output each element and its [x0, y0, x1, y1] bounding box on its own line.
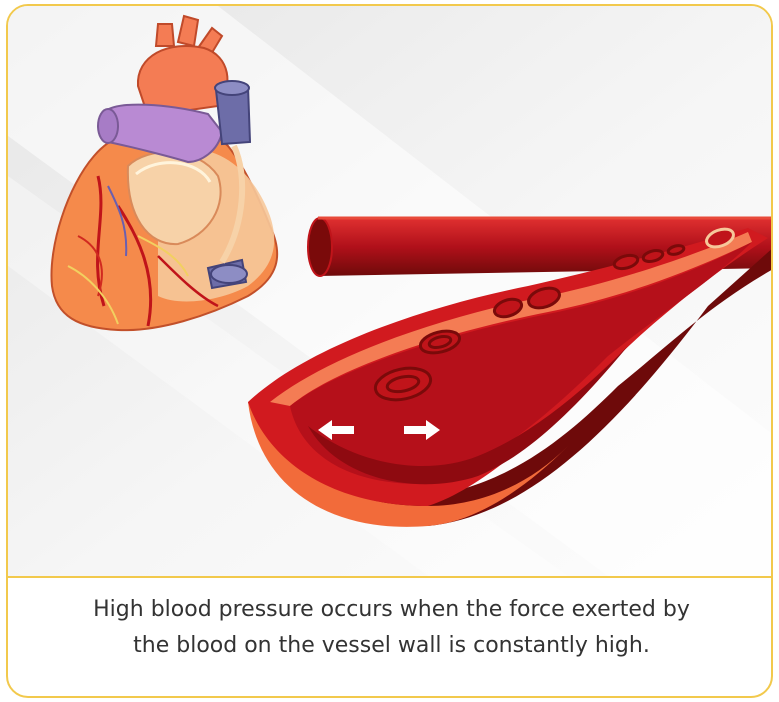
caption-line-2: the blood on the vessel wall is constant… — [8, 628, 773, 664]
caption-line-1: High blood pressure occurs when the forc… — [8, 592, 773, 628]
caption: High blood pressure occurs when the forc… — [8, 592, 773, 664]
info-card: High blood pressure occurs when the forc… — [6, 4, 773, 698]
illustration — [8, 6, 773, 576]
divider — [8, 576, 773, 578]
